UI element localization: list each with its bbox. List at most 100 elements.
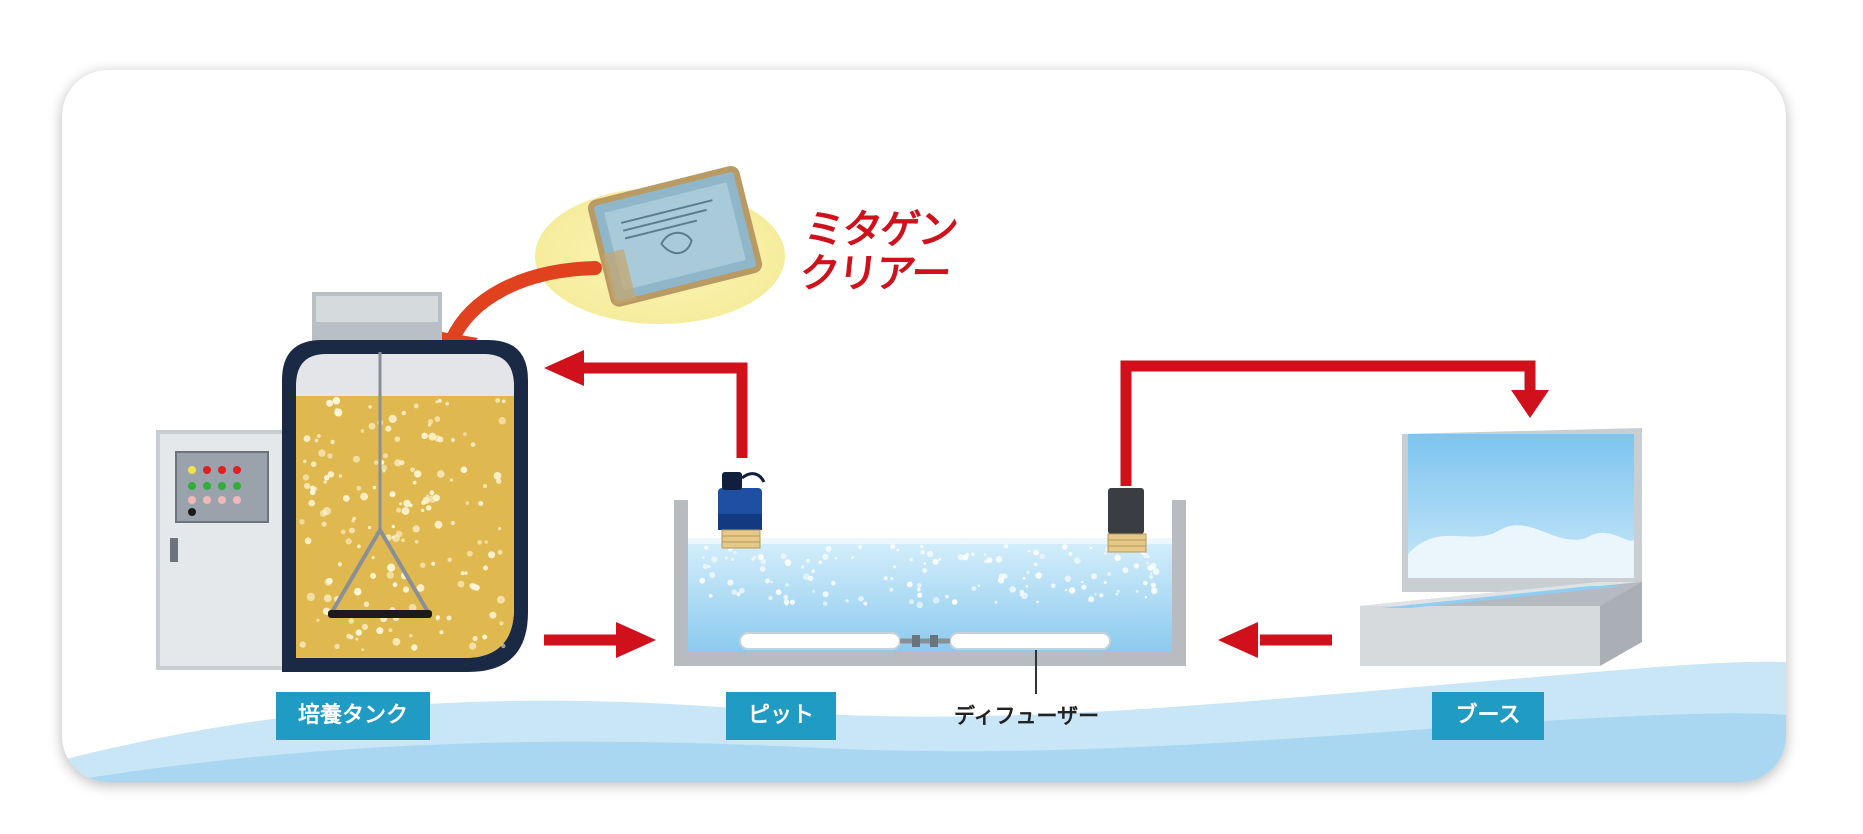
air-bubble	[466, 550, 473, 557]
air-bubble	[983, 553, 987, 556]
air-bubble	[1143, 580, 1148, 586]
submersible-pump-icon	[718, 472, 766, 549]
air-bubble	[818, 560, 823, 565]
air-bubble	[342, 495, 350, 502]
air-bubble	[858, 545, 862, 549]
air-bubble	[830, 580, 836, 586]
air-bubble	[445, 401, 449, 406]
air-bubble	[416, 584, 425, 592]
air-bubble	[801, 565, 805, 569]
tank-label: 培養タンク	[276, 692, 430, 740]
air-bubble	[306, 592, 316, 602]
air-bubble	[805, 558, 810, 563]
air-bubble	[702, 556, 705, 559]
air-bubble	[1089, 546, 1093, 550]
air-bubble	[388, 414, 397, 423]
air-bubble	[825, 545, 832, 552]
air-bubble	[465, 501, 469, 505]
air-bubble	[382, 453, 388, 459]
air-bubble	[768, 595, 773, 601]
air-bubble	[410, 467, 415, 473]
air-bubble	[501, 399, 506, 404]
air-bubble	[363, 601, 370, 607]
air-bubble	[464, 571, 468, 575]
air-bubble	[420, 562, 426, 568]
air-bubble	[496, 478, 502, 484]
air-bubble	[391, 535, 395, 539]
air-bubble	[1033, 562, 1038, 567]
air-bubble	[401, 507, 410, 515]
air-bubble	[324, 475, 330, 481]
air-bubble	[463, 432, 467, 437]
air-bubble	[932, 558, 939, 565]
air-bubble	[1050, 583, 1056, 589]
air-bubble	[413, 403, 419, 409]
product-package-icon	[535, 165, 785, 324]
air-bubble	[323, 594, 332, 603]
air-bubble	[1081, 584, 1087, 590]
air-bubble	[1062, 544, 1068, 550]
air-bubble	[478, 501, 484, 506]
air-bubble	[495, 398, 501, 403]
air-bubble	[353, 587, 362, 596]
air-bubble	[387, 563, 396, 572]
air-bubble	[483, 565, 488, 571]
air-bubble	[299, 641, 306, 648]
air-bubble	[304, 482, 311, 490]
air-bubble	[389, 491, 396, 498]
air-bubble	[893, 565, 897, 569]
air-bubble	[482, 634, 488, 640]
air-bubble	[1064, 575, 1072, 582]
air-bubble	[727, 579, 734, 586]
air-bubble	[1074, 557, 1081, 564]
air-bubble	[457, 580, 465, 588]
air-bubble	[908, 599, 915, 605]
air-bubble	[1107, 571, 1112, 576]
air-bubble	[435, 400, 439, 404]
air-bubble	[346, 633, 352, 639]
air-bubble	[1002, 573, 1008, 579]
air-bubble	[434, 416, 441, 422]
air-bubble	[408, 603, 417, 612]
air-bubble	[1145, 561, 1149, 565]
air-bubble	[402, 586, 410, 593]
air-bubble	[449, 478, 453, 482]
air-bubble	[401, 410, 407, 416]
air-bubble	[385, 425, 392, 432]
air-bubble	[360, 429, 365, 433]
air-bubble	[323, 480, 328, 484]
air-bubble	[1099, 593, 1104, 598]
air-bubble	[1068, 587, 1076, 594]
air-bubble	[435, 616, 440, 621]
air-bubble	[757, 554, 764, 560]
air-bubble	[482, 483, 488, 489]
control-panel-icon	[156, 430, 286, 670]
air-bubble	[1144, 596, 1148, 599]
air-bubble	[310, 485, 315, 491]
air-bubble	[1122, 567, 1129, 574]
air-bubble	[368, 405, 372, 409]
air-bubble	[883, 576, 888, 581]
air-bubble	[834, 557, 838, 560]
air-bubble	[822, 553, 829, 560]
air-bubble	[1143, 552, 1149, 558]
air-bubble	[708, 594, 713, 598]
air-bubble	[501, 643, 506, 649]
air-bubble	[371, 555, 375, 560]
air-bubble	[427, 419, 434, 425]
air-bubble	[995, 556, 1003, 563]
submersible-pump-icon	[1107, 488, 1147, 553]
air-bubble	[1022, 576, 1026, 580]
air-bubble	[451, 438, 455, 442]
air-bubble	[920, 550, 925, 555]
air-bubble	[994, 600, 998, 604]
air-bubble	[460, 466, 468, 474]
air-bubble	[812, 589, 815, 593]
air-bubble	[334, 643, 340, 650]
air-bubble	[1094, 593, 1097, 596]
air-bubble	[470, 583, 478, 591]
air-bubble	[361, 648, 365, 652]
air-bubble	[327, 453, 333, 459]
air-bubble	[303, 459, 307, 464]
air-bubble	[977, 584, 981, 587]
